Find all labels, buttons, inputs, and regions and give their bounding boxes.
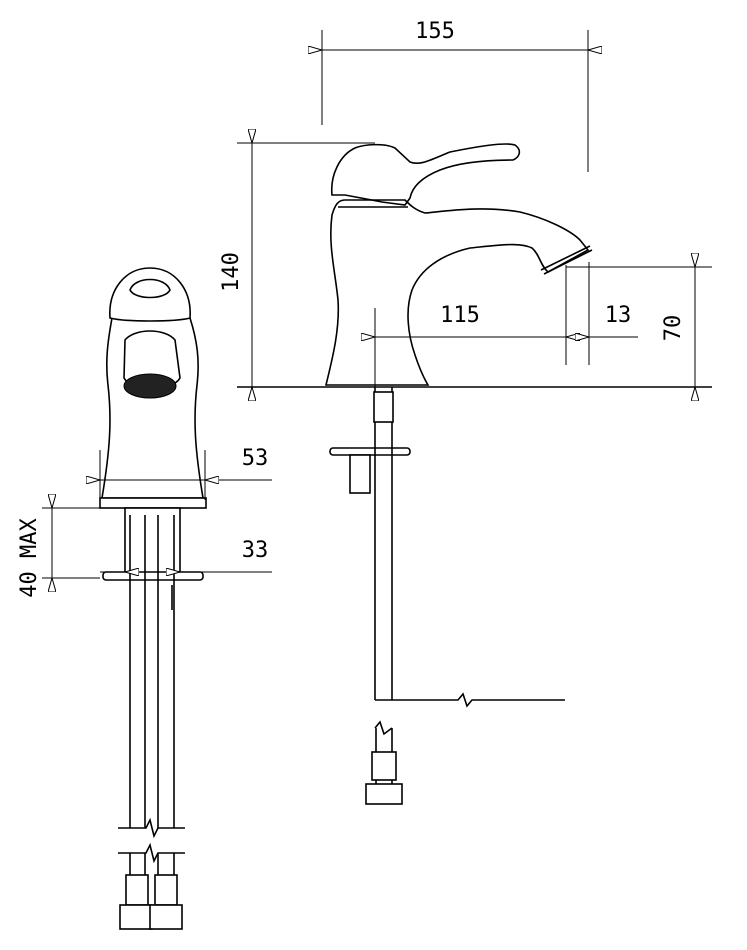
faucet-body [324, 199, 590, 386]
hose-ferrule [371, 751, 397, 781]
front-washer [102, 571, 204, 581]
aerator-outlet [123, 373, 177, 399]
front-body [101, 317, 204, 499]
mounting-washer [329, 447, 411, 456]
dim-115: 115 [440, 303, 480, 328]
aerator [540, 245, 593, 275]
side-dimensions: 155 140 115 13 70 [219, 19, 712, 387]
front-dimensions: 53 33 40 MAX [17, 446, 272, 598]
front-shank [124, 507, 181, 579]
front-handle [109, 267, 191, 322]
dim-53: 53 [242, 446, 269, 471]
break-line [375, 692, 565, 708]
supply-hoses [118, 515, 185, 930]
side-view [237, 143, 712, 805]
handle-knurl [351, 144, 399, 151]
lever-handle [330, 143, 521, 206]
dim-13: 13 [605, 303, 632, 328]
dim-33: 33 [242, 538, 269, 563]
mounting-nut [349, 454, 371, 494]
dim-140: 140 [219, 252, 244, 292]
front-view [99, 267, 207, 930]
dim-70: 70 [661, 315, 686, 342]
hose-nut [365, 783, 403, 805]
shank-fitting [373, 391, 394, 423]
front-base [99, 497, 207, 509]
dim-40-max: 40 MAX [17, 518, 42, 598]
dim-155: 155 [415, 19, 455, 44]
